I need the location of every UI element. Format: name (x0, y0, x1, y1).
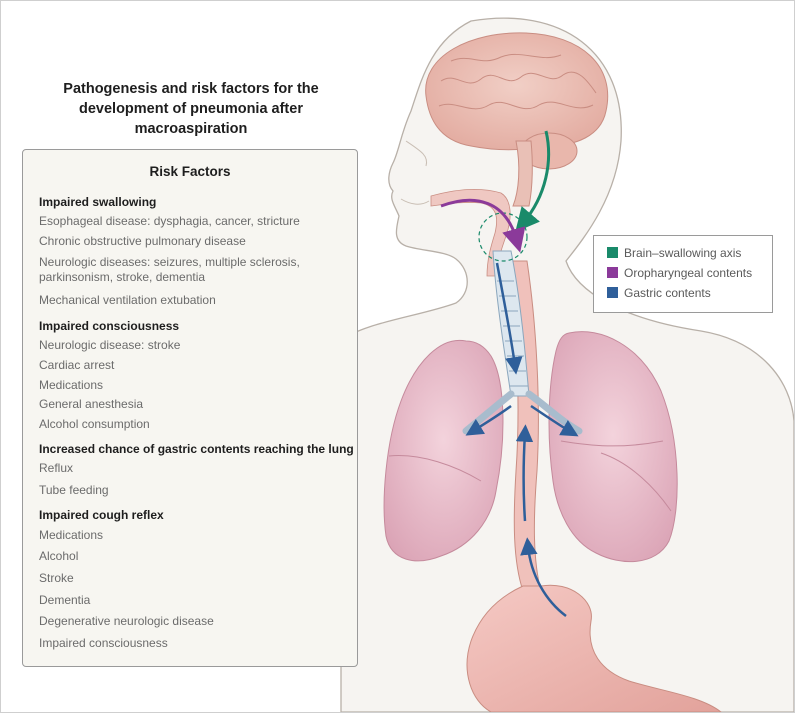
legend: Brain–swallowing axis Oropharyngeal cont… (593, 235, 773, 313)
right-lung (548, 331, 678, 563)
section-label: Impaired consciousness (39, 319, 180, 333)
legend-entry: Brain–swallowing axis (607, 246, 741, 260)
brain (425, 32, 609, 151)
list-item: Alcohol (39, 549, 79, 563)
gastric-arrow-right-bronchus (530, 404, 579, 437)
section-label: Impaired cough reflex (39, 508, 164, 522)
list-item: Medications (39, 378, 104, 392)
gastric-arrow-esophagus-lower (520, 537, 567, 617)
legend-entry: Gastric contents (607, 286, 711, 300)
list-item: Dementia (39, 593, 91, 607)
list-item: Neurologic diseases: seizures, multiple … (39, 255, 300, 284)
brain-swallowing-arrow (515, 130, 551, 233)
list-item: Chronic obstructive pulmonary disease (39, 234, 246, 248)
oropharyngeal-arrow (440, 198, 526, 253)
legend-label: Brain–swallowing axis (624, 246, 742, 260)
pharynx (430, 189, 511, 277)
list-item: Reflux (39, 461, 74, 475)
brainstem (512, 140, 533, 207)
legend-swatch (607, 267, 618, 278)
legend-label: Oropharyngeal contents (624, 266, 753, 280)
legend-label: Gastric contents (624, 286, 711, 300)
figure-title: Pathogenesis and risk factors for the de… (63, 81, 319, 137)
section-label: Impaired swallowing (39, 195, 157, 209)
list-item: Esophageal disease: dysphagia, cancer, s… (39, 214, 300, 228)
list-item: Stroke (39, 571, 74, 585)
list-item: Degenerative neurologic disease (39, 614, 214, 628)
gastric-arrow-left-bronchus (465, 404, 512, 436)
legend-entry: Oropharyngeal contents (607, 266, 752, 280)
list-item: Alcohol consumption (39, 417, 150, 431)
left-lung (383, 339, 504, 562)
list-item: General anesthesia (39, 397, 144, 411)
list-item: Tube feeding (39, 483, 109, 497)
gastric-arrow-trachea (495, 262, 523, 375)
legend-swatch (607, 287, 618, 298)
section-label: Increased chance of gastric contents rea… (39, 442, 354, 456)
list-item: Impaired consciousness (39, 636, 168, 650)
legend-swatch (607, 247, 618, 258)
stomach (466, 584, 722, 712)
list-item: Neurologic disease: stroke (39, 338, 181, 352)
gastric-arrow-esophagus-upper (515, 424, 534, 522)
risk-factors-panel: Risk Factors Impaired swallowing Esophag… (22, 149, 358, 667)
list-item: Mechanical ventilation extubation (39, 293, 216, 307)
list-item: Cardiac arrest (39, 358, 115, 372)
list-item: Medications (39, 528, 104, 542)
risk-factors-heading: Risk Factors (149, 164, 231, 179)
